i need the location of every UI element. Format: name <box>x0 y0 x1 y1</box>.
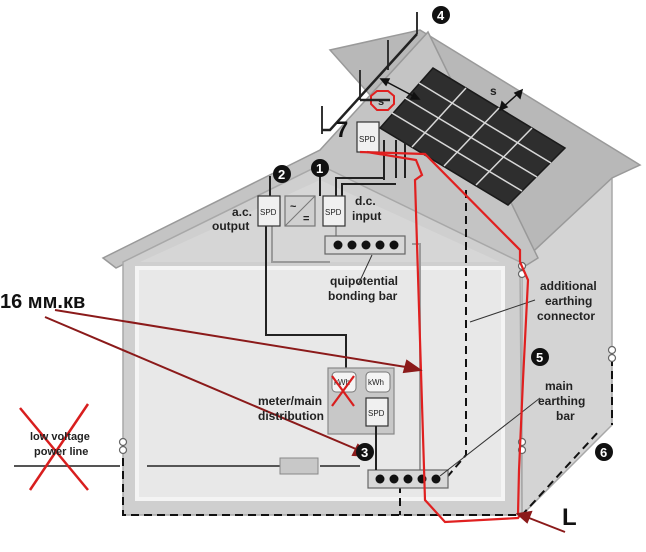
label-main-earthing: main earthing bar <box>538 379 585 423</box>
label-ac-output: a.c. output <box>212 205 252 233</box>
inverter-ac-symbol: ~ <box>290 201 297 213</box>
label-additional-line3: connector <box>537 309 595 323</box>
low-voltage-cross <box>19 403 90 491</box>
spd-ac-box: SPD <box>257 195 281 227</box>
label-main-earthing-line1: main <box>545 379 573 393</box>
badge-4-text: 4 <box>437 8 445 23</box>
solar-panel-grid <box>391 82 552 192</box>
inverter: ~ = <box>284 195 316 227</box>
meter-distribution-box: kWh kWh SPD <box>327 367 395 435</box>
label-ac-output-line1: a.c. <box>232 205 252 219</box>
roof-conductors <box>322 33 418 132</box>
label-low-voltage-line2: power line <box>34 446 88 458</box>
earthing-conductors-dashed <box>122 190 613 516</box>
label-dc-input-line1: d.c. <box>355 194 376 208</box>
badge-1: 1 <box>311 159 329 177</box>
separation-label-right: s <box>490 84 497 98</box>
badge-3: 3 <box>356 443 374 461</box>
label-additional-earthing: additional earthing connector <box>537 279 597 323</box>
label-equipotential-line1: quipotential <box>330 274 398 288</box>
label-equipotential-line2: bonding bar <box>328 289 398 303</box>
meter-cross <box>331 375 355 407</box>
meter-spd-label: SPD <box>368 409 385 418</box>
meter-kwh-label-left: kWh <box>334 378 350 387</box>
leader-lines <box>357 254 541 477</box>
house <box>101 29 642 517</box>
label-additional-line2: earthing <box>545 294 592 308</box>
label-low-voltage: low voltage power line <box>30 431 90 458</box>
spd-ac-label: SPD <box>260 208 277 217</box>
power-line-fuse <box>279 457 319 475</box>
dc-wiring <box>265 140 406 372</box>
meter-kwh-label-right: kWh <box>368 378 384 387</box>
label-low-voltage-line1: low voltage <box>30 431 90 443</box>
separation-label-circled: s <box>378 96 384 108</box>
spd-dc-label: SPD <box>325 208 342 217</box>
badge-5-text: 5 <box>536 350 543 365</box>
number-seven: 7 <box>336 117 348 142</box>
label-dc-input-line2: input <box>352 209 381 223</box>
label-ac-output-line2: output <box>212 219 249 233</box>
main-earthing-bar <box>367 469 449 489</box>
label-meter-line1: meter/main <box>258 394 322 408</box>
label-meter-distribution: meter/main distribution <box>258 394 324 423</box>
badge-2-text: 2 <box>278 167 285 182</box>
label-main-earthing-line3: bar <box>556 409 575 423</box>
badge-3-text: 3 <box>361 445 368 460</box>
attic-zone <box>140 180 500 262</box>
label-cross-section: 16 мм.кв <box>0 291 85 313</box>
house-interior <box>135 266 505 501</box>
red-conductor-path <box>359 150 530 524</box>
label-letter-l: L <box>562 504 577 531</box>
inverter-dc-symbol: = <box>303 213 309 225</box>
label-equipotential: quipotential bonding bar <box>328 274 398 303</box>
solar-panel <box>378 67 567 206</box>
spd-roof-box: SPD <box>356 121 380 153</box>
badge-6: 6 <box>595 443 613 461</box>
badge-1-text: 1 <box>316 161 323 176</box>
label-additional-line1: additional <box>540 279 597 293</box>
badge-6-text: 6 <box>600 445 607 460</box>
equipotential-bonding-bar <box>324 235 406 255</box>
badge-4: 4 <box>432 6 450 24</box>
badge-2: 2 <box>273 165 291 183</box>
label-meter-line2: distribution <box>258 409 324 423</box>
label-main-earthing-line2: earthing <box>538 394 585 408</box>
separation-distance-arrows <box>379 78 524 112</box>
equipotential-wiring <box>271 226 421 470</box>
badge-5: 5 <box>531 348 549 366</box>
separation-highlight <box>370 90 395 111</box>
spd-dc-box: SPD <box>322 195 346 227</box>
spd-roof-label: SPD <box>359 135 376 144</box>
label-dc-input: d.c. input <box>352 194 381 223</box>
